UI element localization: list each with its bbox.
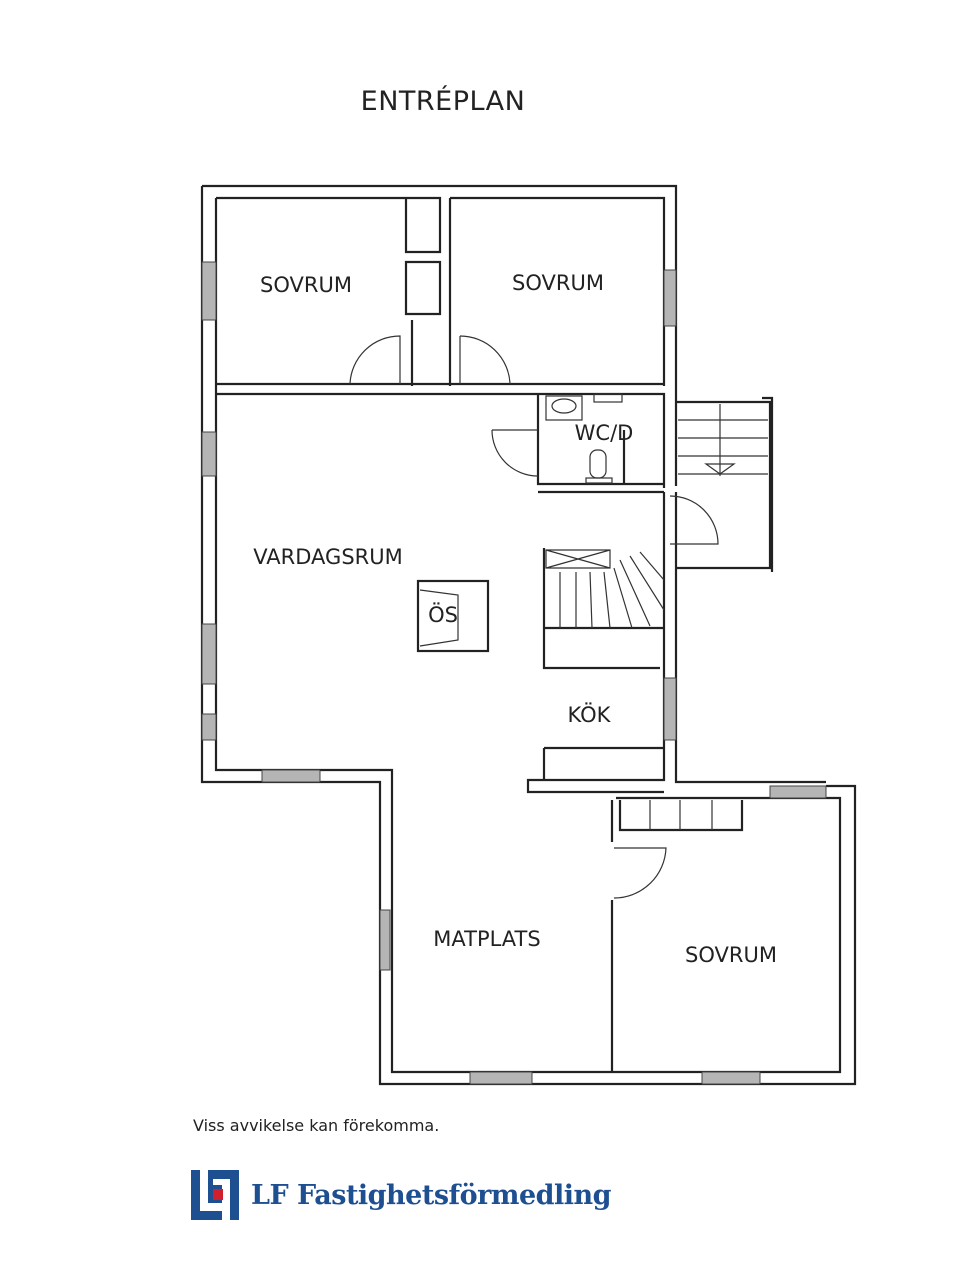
brand-logo-icon [191, 1170, 239, 1220]
floor-title: ENTRÉPLAN [360, 86, 526, 117]
brand-name: LF Fastighetsförmedling [251, 1179, 612, 1211]
disclaimer-text: Viss avvikelse kan förekomma. [193, 1116, 440, 1135]
brand-logo: LF Fastighetsförmedling [191, 1170, 612, 1220]
room-label-sovrum-2: SOVRUM [512, 271, 604, 295]
room-label-matplats: MATPLATS [433, 927, 540, 951]
room-label-sovrum-1: SOVRUM [260, 273, 352, 297]
room-label-vardagsrum: VARDAGSRUM [253, 545, 402, 569]
room-label-oppen-spis: ÖS [428, 602, 458, 627]
room-label-sovrum-3: SOVRUM [685, 943, 777, 967]
room-label-kok: KÖK [568, 702, 612, 727]
room-label-wc-d: WC/D [575, 421, 634, 445]
